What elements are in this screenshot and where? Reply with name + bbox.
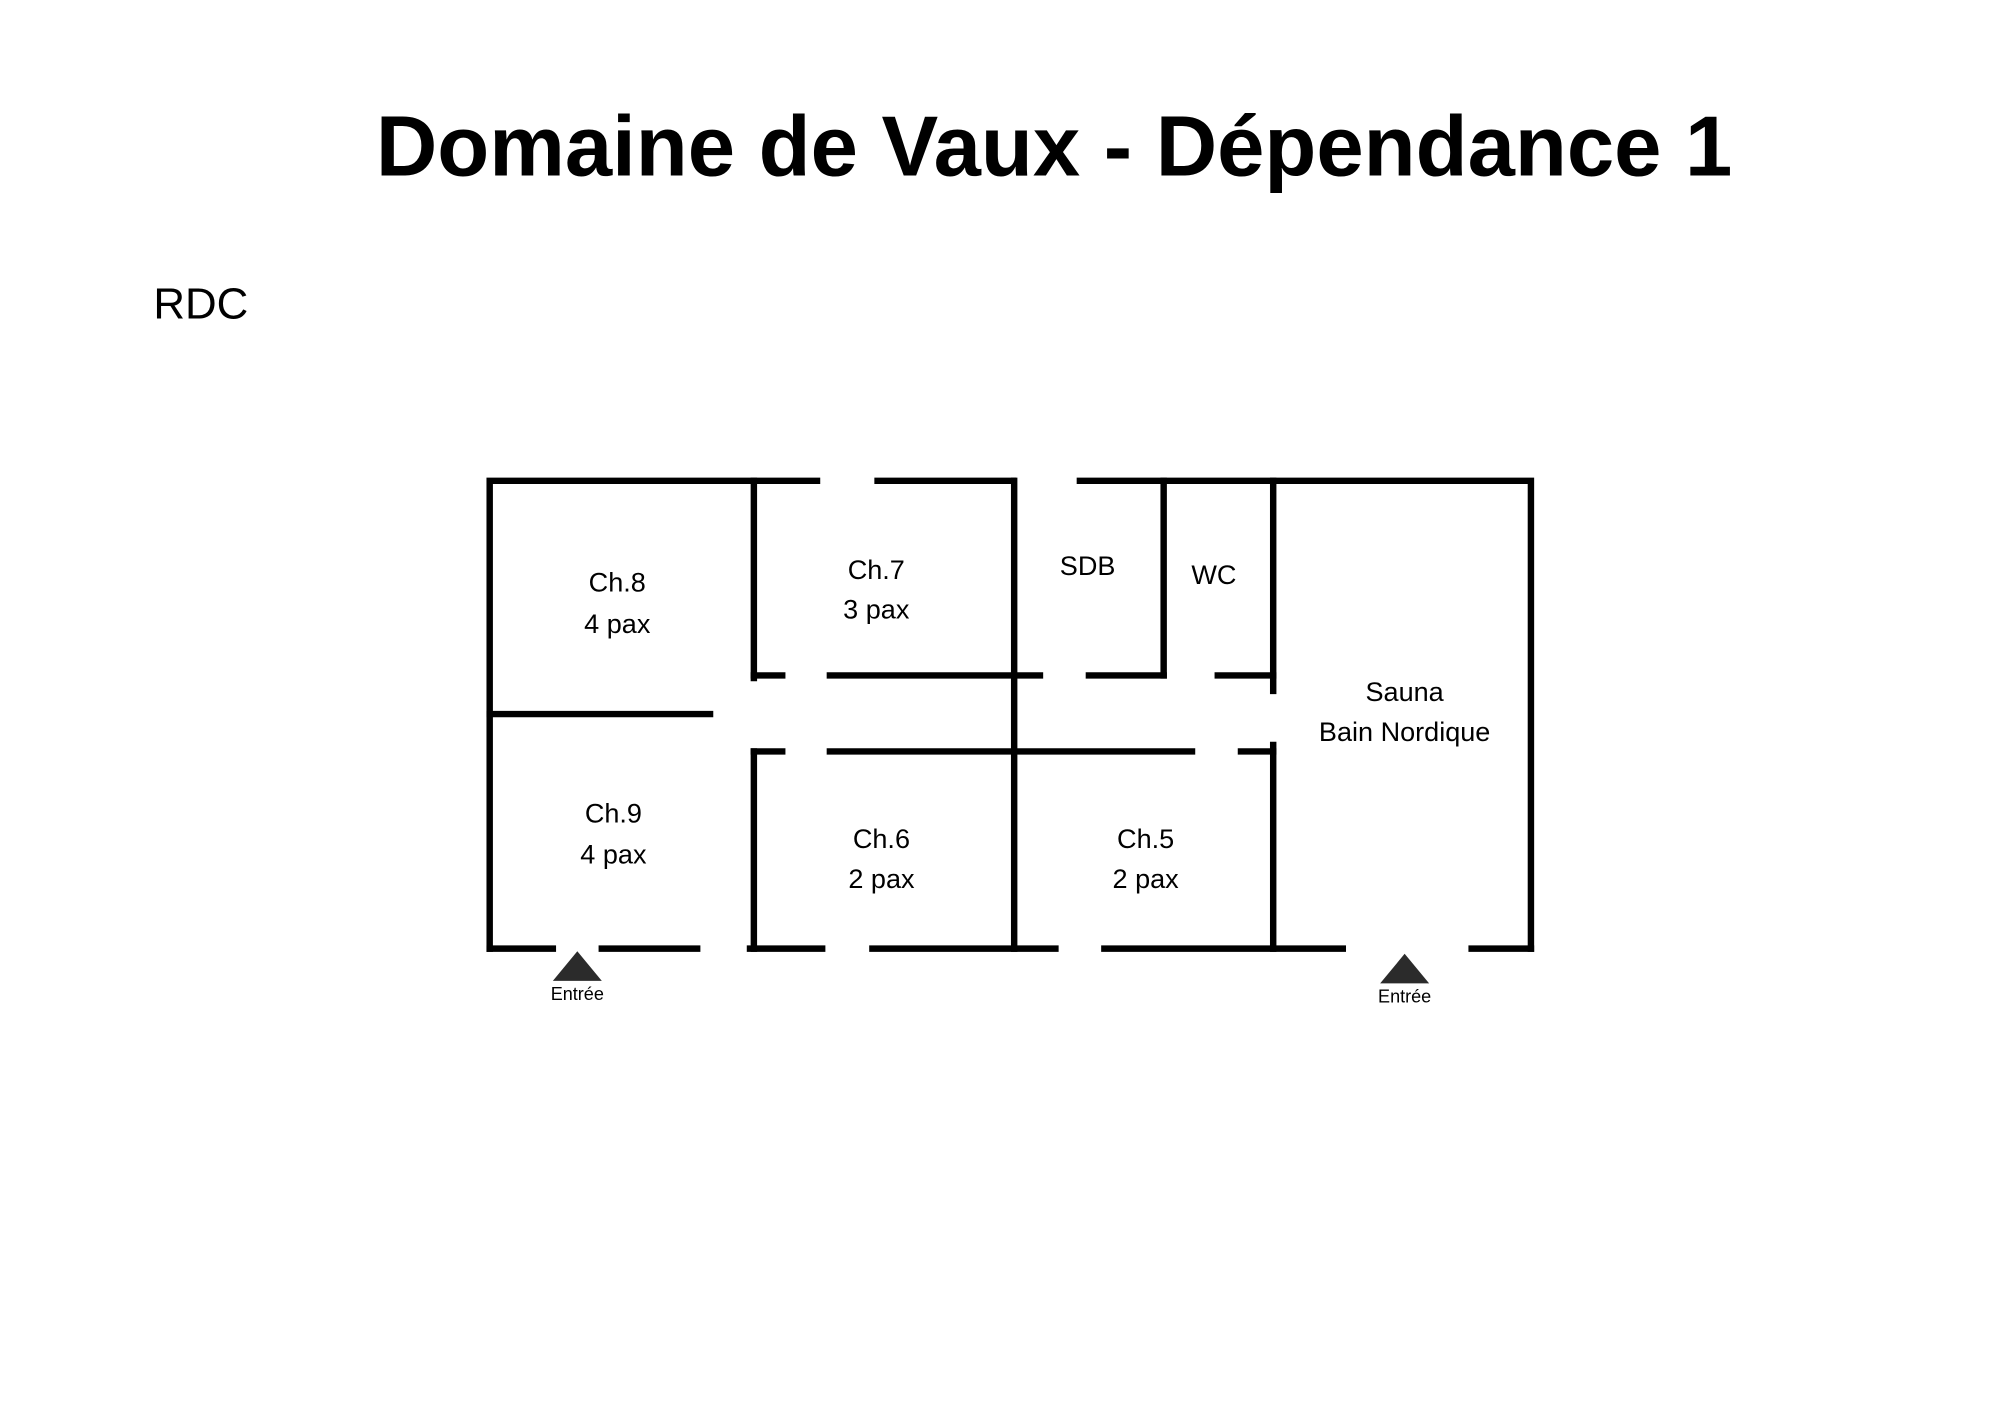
room-subtitle: Bain Nordique (1319, 717, 1490, 747)
wall-top (486, 477, 1535, 952)
entrance-arrow-icon (552, 951, 602, 981)
entrance-label: Entrée (551, 984, 604, 1004)
room-ch9: Ch.9 4 pax (580, 798, 647, 869)
room-ch8: Ch.8 4 pax (584, 568, 651, 639)
room-capacity: 4 pax (584, 609, 651, 639)
room-name: Sauna (1366, 677, 1445, 707)
room-capacity: 2 pax (1113, 864, 1180, 894)
room-name: Ch.5 (1117, 824, 1174, 854)
level-label: RDC (153, 279, 248, 328)
entrance-right: Entrée (1378, 953, 1431, 1007)
room-ch6: Ch.6 2 pax (848, 824, 915, 894)
room-sauna: Sauna Bain Nordique (1319, 677, 1490, 747)
room-capacity: 2 pax (848, 864, 915, 894)
room-capacity: 4 pax (580, 840, 647, 870)
entrance-left: Entrée (551, 951, 604, 1004)
room-capacity: 3 pax (843, 595, 910, 625)
room-name: Ch.7 (848, 555, 905, 585)
room-ch5: Ch.5 2 pax (1113, 824, 1180, 894)
room-name: Ch.6 (853, 824, 910, 854)
room-ch7: Ch.7 3 pax (843, 555, 910, 625)
room-name: Ch.9 (585, 798, 642, 828)
entrance-label: Entrée (1378, 987, 1431, 1007)
room-sdb: SDB (1060, 551, 1116, 581)
entrance-arrow-icon (1380, 953, 1430, 984)
room-wc: WC (1191, 560, 1236, 590)
page-title: Domaine de Vaux - Dépendance 1 (376, 99, 1732, 194)
walls (486, 477, 1535, 952)
room-name: Ch.8 (589, 568, 646, 598)
